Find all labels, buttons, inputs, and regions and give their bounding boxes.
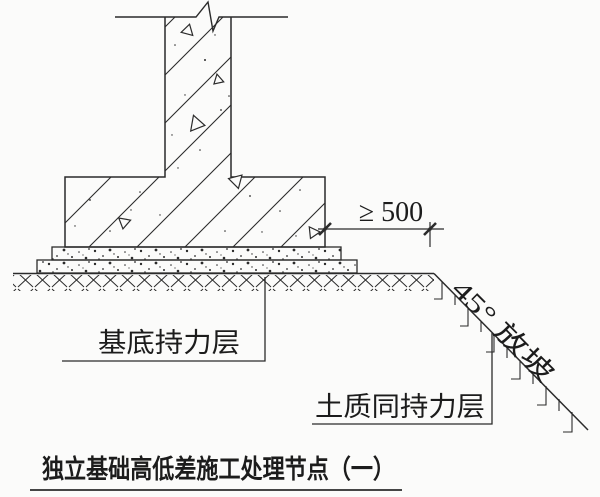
bearing-layer-callout: 基底持力层 <box>62 277 266 362</box>
leveling-layer-2 <box>36 259 358 274</box>
dimension-tick-dots <box>323 227 432 231</box>
aggregate-triangle-icons <box>117 23 322 240</box>
soil-layer-callout: 土质同持力层 <box>312 333 493 425</box>
slope-line <box>433 272 589 431</box>
concrete-hatch-fill <box>65 17 325 247</box>
bearing-layer-leader-line <box>62 277 266 362</box>
drawing-title: 独立基础高低差施工处理节点（一） <box>42 454 395 484</box>
dimension-label: ≥ 500 <box>359 197 423 228</box>
ground-hatch-band <box>13 275 434 291</box>
dimension-group: ≥ 500 <box>318 197 444 247</box>
drawing-title-block: 独立基础高低差施工处理节点（一） <box>30 454 402 491</box>
leveling-layer-1 <box>51 246 342 261</box>
soil-layer-label: 土质同持力层 <box>315 392 485 422</box>
bearing-layer-label: 基底持力层 <box>98 328 240 358</box>
slope-hatch-ticks <box>434 282 573 433</box>
soil-layer-leader-line <box>312 333 493 425</box>
concrete-speckle-dots <box>74 34 301 237</box>
